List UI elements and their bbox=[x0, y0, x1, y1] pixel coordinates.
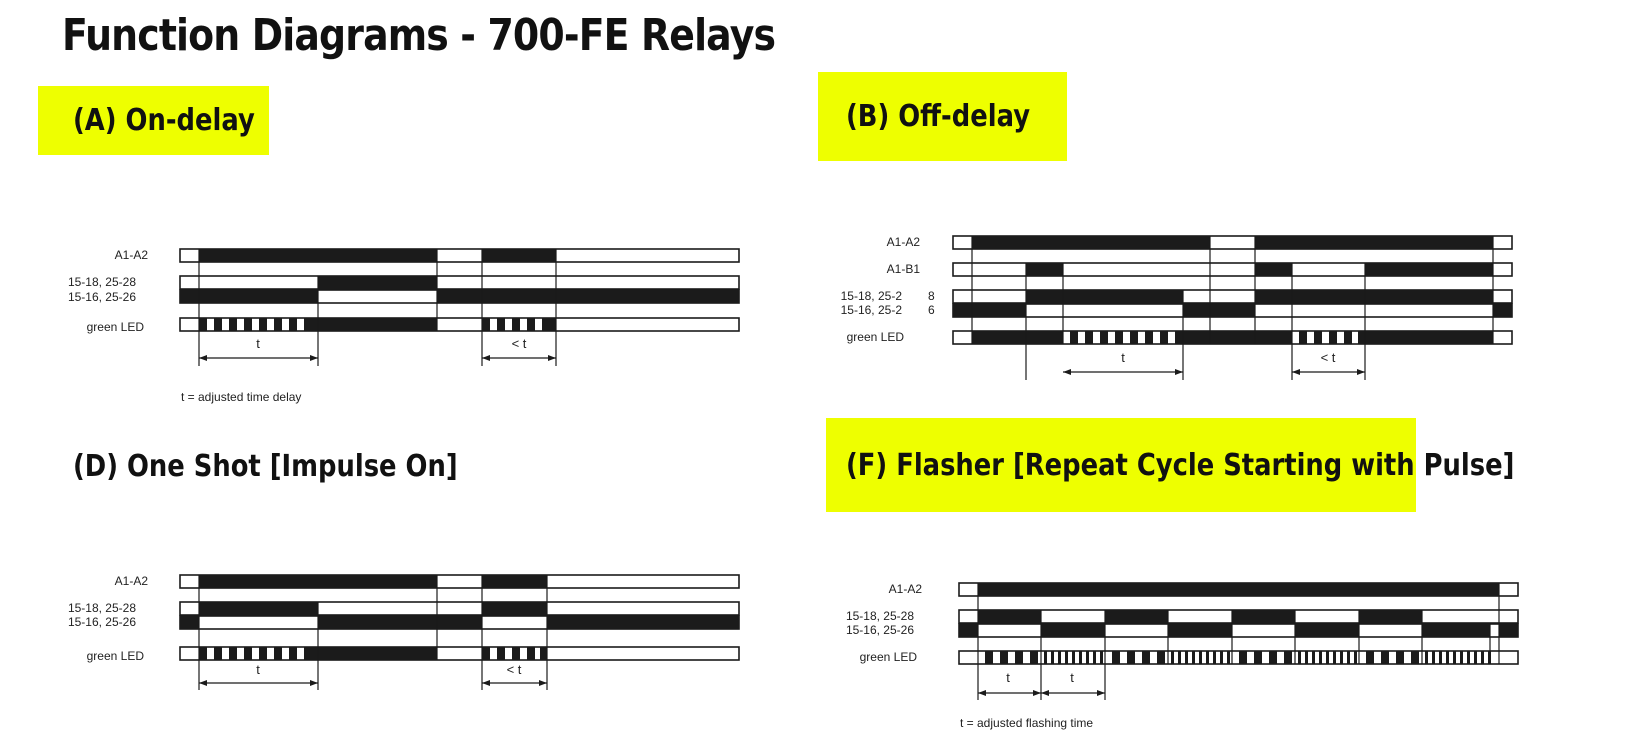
label-8: 8 bbox=[928, 289, 935, 303]
label-a1b1: A1-B1 bbox=[887, 262, 921, 276]
dim-b-lt: < t bbox=[1321, 350, 1336, 365]
label-led: green LED bbox=[860, 650, 918, 664]
label-led: green LED bbox=[847, 330, 905, 344]
diagram-a-pulses-2 bbox=[482, 318, 556, 331]
dim-f-t1: t bbox=[1006, 670, 1010, 685]
note-a: t = adjusted time delay bbox=[181, 390, 301, 404]
label-6: 6 bbox=[928, 303, 935, 317]
label-led: green LED bbox=[87, 320, 145, 334]
label-15-16: 15-16, 25-26 bbox=[846, 623, 914, 637]
heading-f: (F) Flasher [Repeat Cycle Starting with … bbox=[846, 447, 1515, 483]
dim-f-t2: t bbox=[1070, 670, 1074, 685]
label-led: green LED bbox=[87, 649, 145, 663]
dim-d-lt: < t bbox=[507, 662, 522, 677]
label-15-18: 15-18, 25-2 bbox=[841, 289, 903, 303]
dim-a-t: t bbox=[256, 336, 260, 351]
diagram-f-labels: A1-A2 15-18, 25-28 15-16, 25-26 green LE… bbox=[846, 582, 922, 664]
label-15-18: 15-18, 25-28 bbox=[68, 601, 136, 615]
diagram-d-pulses-1 bbox=[199, 647, 318, 660]
diagram-a-pulses-1 bbox=[199, 318, 318, 331]
label-a1a2: A1-A2 bbox=[889, 582, 923, 596]
label-15-18: 15-18, 25-28 bbox=[68, 275, 136, 289]
heading-a-box: (A) On-delay bbox=[38, 86, 269, 155]
dim-d-t: t bbox=[256, 662, 260, 677]
diagram-a-labels: A1-A2 15-18, 25-28 15-16, 25-26 green LE… bbox=[68, 248, 148, 334]
page-title: Function Diagrams - 700-FE Relays bbox=[62, 10, 776, 61]
heading-a: (A) On-delay bbox=[73, 103, 255, 138]
heading-f-box: (F) Flasher [Repeat Cycle Starting with … bbox=[826, 418, 1514, 512]
diagram-d-pulses-2 bbox=[482, 647, 547, 660]
heading-d: (D) One Shot [Impulse On] bbox=[73, 448, 458, 484]
label-a1a2: A1-A2 bbox=[887, 235, 921, 249]
dim-a-lt: < t bbox=[512, 336, 527, 351]
heading-b: (B) Off-delay bbox=[846, 99, 1031, 134]
diagram-b-pulses-2 bbox=[1299, 331, 1365, 344]
heading-b-box: (B) Off-delay bbox=[818, 72, 1067, 161]
diagram-d-labels: A1-A2 15-18, 25-28 15-16, 25-26 green LE… bbox=[68, 574, 148, 663]
heading-d-box: (D) One Shot [Impulse On] bbox=[73, 446, 520, 486]
label-a1a2: A1-A2 bbox=[115, 248, 149, 262]
note-f: t = adjusted flashing time bbox=[960, 716, 1093, 730]
label-15-16: 15-16, 25-2 bbox=[841, 303, 903, 317]
label-a1a2: A1-A2 bbox=[115, 574, 149, 588]
dim-b-t: t bbox=[1121, 350, 1125, 365]
label-15-16: 15-16, 25-26 bbox=[68, 615, 136, 629]
label-15-18: 15-18, 25-28 bbox=[846, 609, 914, 623]
diagram-b-pulses-1 bbox=[1070, 331, 1183, 344]
diagram-b-labels: A1-A2 A1-B1 15-18, 25-2 8 15-16, 25-2 6 … bbox=[841, 235, 935, 344]
label-15-16: 15-16, 25-26 bbox=[68, 290, 136, 304]
diagram-f-led bbox=[985, 651, 1491, 664]
